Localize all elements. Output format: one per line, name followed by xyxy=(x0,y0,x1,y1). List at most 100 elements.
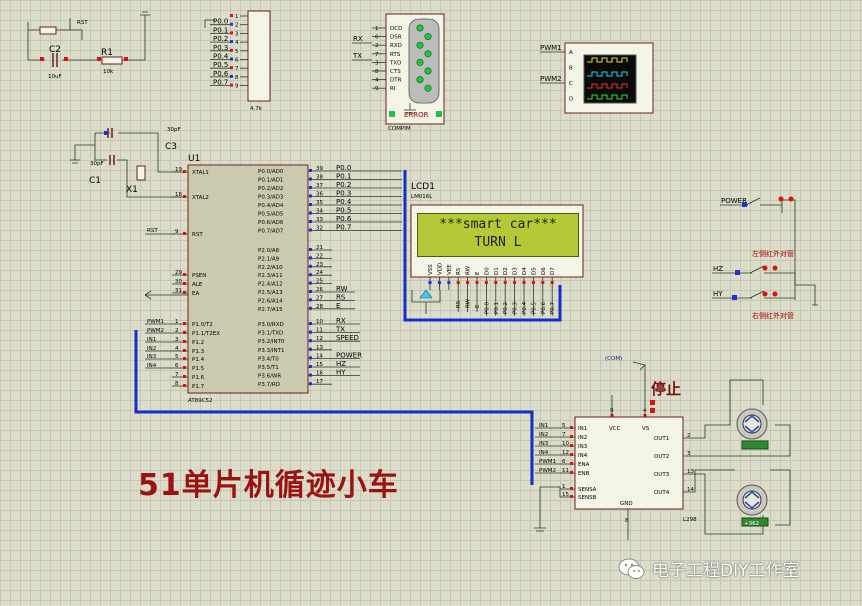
l298-net-label: PWM1 xyxy=(539,459,556,465)
mcu-net-label: HZ xyxy=(336,360,346,368)
rp-pin-number: 7 xyxy=(235,66,239,72)
mcu-p1-net-label: IN2 xyxy=(147,346,156,352)
mcu-pin-marker xyxy=(183,282,186,285)
mcu-pin-marker xyxy=(309,264,312,268)
mcu-pin-marker xyxy=(309,298,312,302)
mcu-pin-number: 12 xyxy=(316,336,323,342)
mcu-pin-number: 21 xyxy=(316,245,323,251)
reset-circuit: RST C2 10uF R1 10k xyxy=(27,11,150,80)
lcd-data-net: P0.7 xyxy=(550,301,556,314)
mcu-pin-name: P1.0/T2 xyxy=(192,322,213,328)
mcu-pin-marker xyxy=(309,211,312,215)
compim-pin-name: DSR xyxy=(390,35,402,41)
l298-body xyxy=(574,416,684,510)
mcu-pin-marker xyxy=(309,177,312,181)
lcd-pin-marker xyxy=(447,281,451,284)
mcu-pin-number: 16 xyxy=(316,371,323,377)
mcu-pin-number: 8 xyxy=(175,381,179,387)
lcd-data-bus xyxy=(403,170,562,322)
mcu-pin-marker xyxy=(309,347,312,351)
mcu-net-label: RW xyxy=(336,285,348,293)
lcd-data-net: P0.6 xyxy=(541,301,547,314)
rp-pin-marker xyxy=(230,48,233,52)
rp-net-label: P0.3 xyxy=(213,44,228,52)
compim-ref: COMPIM xyxy=(388,126,411,132)
rp-net-label: P0.2 xyxy=(213,35,228,43)
scope-net-pwm2: PWM2 xyxy=(540,75,562,83)
switch-power-net: POWER xyxy=(721,197,747,205)
l298-top-pin-name: VS xyxy=(642,426,650,432)
mcu-pin-name: P0.7/AD7 xyxy=(258,229,284,235)
mcu-pin-marker xyxy=(183,273,186,276)
lcd-pin-name: VDD xyxy=(437,263,443,275)
compim-led xyxy=(416,58,424,66)
mcu-pin-number: 13 xyxy=(316,345,323,351)
r1-resistor xyxy=(101,56,123,65)
lcd-pin-name: D4 xyxy=(522,267,528,275)
lcd-pin-name: E xyxy=(475,271,481,275)
compim-error-label: ERROR xyxy=(404,111,429,119)
mcu-pin-number: 9 xyxy=(175,229,179,235)
left-ir-label: 左侧红外对管 xyxy=(752,249,794,258)
mcu-pin-number: 26 xyxy=(316,287,323,293)
lcd-pin-name: VSS xyxy=(428,264,434,275)
scope-channel: A xyxy=(569,50,573,56)
lcd-data-net: P0.1 xyxy=(494,302,500,314)
power-switch[interactable]: POWER xyxy=(720,196,796,301)
compim-pin-name: RXD xyxy=(390,43,402,49)
mcu-pin-name: P3.0/RXD xyxy=(258,322,284,328)
stop-button-label[interactable]: 停止 xyxy=(651,380,682,398)
mcu-pin-number: 35 xyxy=(316,200,323,206)
lcd-pin-marker xyxy=(466,281,470,284)
lcd-pin-name: VEE xyxy=(447,264,453,275)
mcu-pin-marker xyxy=(309,228,312,232)
lcd-ctrl-net: RW xyxy=(466,298,472,308)
lcd-pin-name: RW xyxy=(466,265,472,275)
l298-pin-number: 12 xyxy=(562,450,569,456)
mcu-pin-name: P1.1/T2EX xyxy=(192,331,220,337)
wechat-icon xyxy=(618,558,645,579)
lcd-data-net: P0.4 xyxy=(522,301,528,314)
scope-channel: C xyxy=(569,81,573,87)
reset-button[interactable] xyxy=(39,26,57,35)
mcu-pin-marker xyxy=(309,203,312,206)
mcu-pin-name: P3.5/T1 xyxy=(258,365,279,371)
l298-right-pin-name: OUT4 xyxy=(654,490,670,496)
mcu-pin-marker xyxy=(309,330,312,334)
mcu-pin-name: P2.7/A15 xyxy=(258,307,283,313)
watermark: 电子工程DIY工作室 xyxy=(618,556,800,581)
mcu-net-label: P0.1 xyxy=(336,173,351,181)
rp-net-label: P0.7 xyxy=(213,79,228,87)
mcu-pin-number: 37 xyxy=(316,183,323,189)
c1-ref: C1 xyxy=(89,176,101,186)
compim-pin-name: RI xyxy=(390,86,396,92)
mcu-rst-net: RST xyxy=(147,228,158,234)
mcu-pin-marker xyxy=(183,357,186,360)
mcu-pin-marker xyxy=(309,186,312,189)
mcu-pin-name: XTAL1 xyxy=(192,170,209,176)
rp-pin-marker xyxy=(230,31,233,35)
lcd-pin-marker xyxy=(456,281,460,284)
mcu-pin-marker xyxy=(183,349,186,352)
lcd-line-2: TURN L xyxy=(474,235,522,250)
l298-right-pin-number: 2 xyxy=(687,433,691,439)
mcu-pin-name: P1.6 xyxy=(192,375,205,381)
mcu-pin-number: 36 xyxy=(316,192,323,198)
mcu-pin-number: 15 xyxy=(316,362,323,368)
right-ir-switch[interactable]: HY 右侧红外对管 xyxy=(712,290,795,320)
mcu-pin-marker xyxy=(183,384,186,387)
rp-pin-marker xyxy=(230,74,233,78)
compim-pin-name: DTR xyxy=(390,78,402,84)
motor-control-bus xyxy=(134,330,534,485)
rp-net-label: P0.4 xyxy=(213,53,229,61)
mcu-pin-marker xyxy=(309,248,312,251)
mcu-ref: U1 xyxy=(188,154,200,164)
l298-pin-number: 7 xyxy=(562,432,566,438)
r1-ref: R1 xyxy=(101,48,113,58)
rp-pin-number: 6 xyxy=(235,58,239,64)
left-ir-switch[interactable]: HZ 左侧红外对管 xyxy=(712,249,818,306)
compim-rx-net: RX xyxy=(353,35,363,43)
